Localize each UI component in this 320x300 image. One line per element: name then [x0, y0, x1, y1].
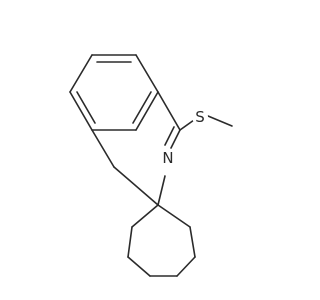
sulfur-label: S — [195, 108, 205, 126]
bond — [135, 54, 159, 93]
dihydro-ring — [91, 91, 181, 206]
sulfur-atom: S — [192, 108, 208, 126]
nitrogen-label: N — [162, 149, 173, 167]
bond — [176, 256, 196, 277]
bond — [69, 91, 93, 131]
c-n-double-bond — [170, 129, 181, 149]
bond — [157, 175, 166, 206]
bond — [157, 91, 181, 131]
bond — [157, 204, 191, 228]
bond — [69, 54, 93, 93]
bond — [127, 256, 151, 277]
sulfur-label-background — [192, 109, 208, 125]
molecule-canvas: S N — [69, 54, 233, 277]
bond — [113, 166, 159, 206]
cycloheptane-ring — [127, 204, 196, 277]
bond — [127, 226, 133, 258]
molecule-structure: S N — [69, 54, 233, 277]
bond — [207, 115, 233, 127]
methylthio-group — [179, 115, 233, 131]
inner-double-bond — [76, 91, 96, 124]
bond — [189, 226, 196, 258]
bond — [179, 119, 195, 131]
bond — [135, 91, 159, 131]
bond — [131, 204, 159, 228]
inner-double-bond — [132, 91, 152, 124]
nitrogen-atom: N — [160, 149, 176, 167]
c-n-double-bond-inner — [164, 126, 175, 146]
benzene-ring — [69, 54, 159, 131]
bond — [91, 129, 115, 168]
nitrogen-label-background — [160, 150, 176, 166]
